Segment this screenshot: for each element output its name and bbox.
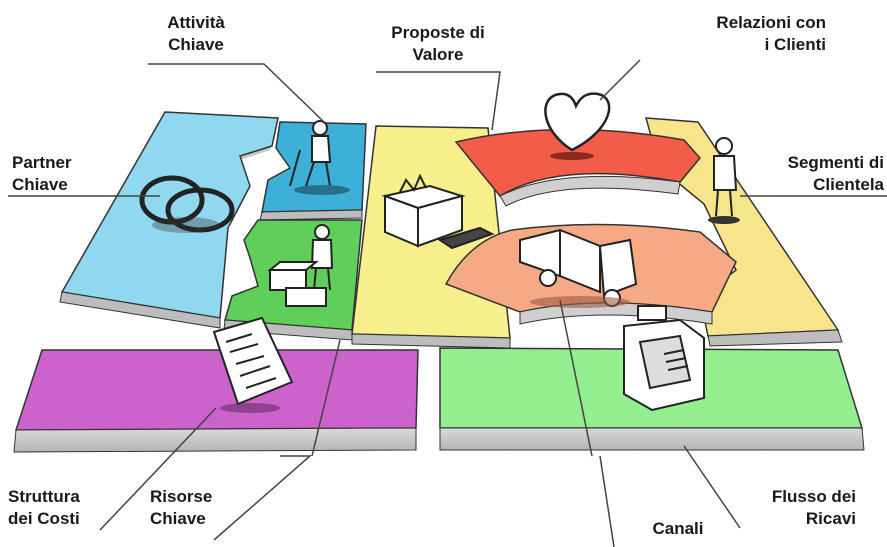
- worker-figure-icon: [289, 120, 350, 195]
- block-struttura-dei-costi: [13, 349, 419, 453]
- heart-icon: [544, 92, 611, 160]
- cash-register-icon: [623, 305, 705, 412]
- truck-icon: [519, 228, 638, 308]
- label-canali: Canali: [652, 519, 704, 538]
- leader-lines: [8, 59, 887, 547]
- invoice-paper-icon: [212, 316, 294, 413]
- gift-box-icon: [381, 173, 495, 250]
- block-relazioni-con-i-clienti: [454, 128, 701, 207]
- customer-figure-icon: [708, 137, 740, 224]
- block-segmenti-di-clientela: [644, 117, 843, 347]
- person-with-boxes-icon: [267, 224, 334, 307]
- rings-icon: [139, 175, 235, 233]
